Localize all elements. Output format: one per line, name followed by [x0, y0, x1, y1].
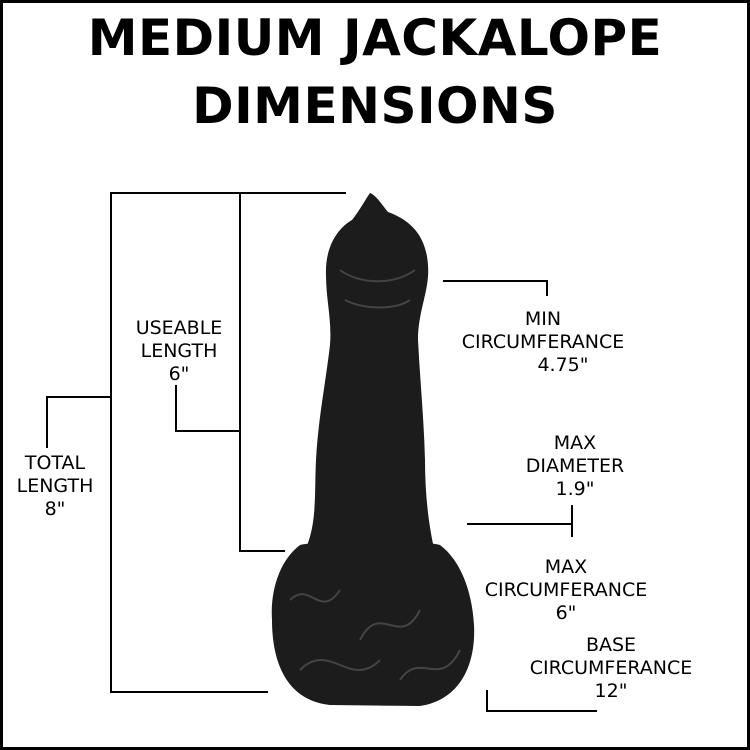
max-circ-value: 6" — [555, 602, 577, 624]
max-diameter-line-h — [467, 523, 573, 525]
total-length-name1: TOTAL — [24, 452, 86, 474]
total-length-value: 8" — [44, 498, 66, 520]
useable-length-name1: USEABLE — [135, 317, 223, 339]
min-circ-value: 4.75" — [537, 354, 589, 376]
useable-length-connector-h — [175, 430, 241, 432]
useable-length-connector-v — [175, 385, 177, 432]
useable-length-vertical-line — [239, 192, 241, 552]
max-diameter-name2: DIAMETER — [525, 455, 625, 477]
total-length-vertical-line — [110, 192, 112, 693]
base-circ-line-v — [486, 690, 488, 712]
total-length-connector-h — [46, 396, 112, 398]
min-circ-name2: CIRCUMFERANCE — [461, 331, 625, 353]
max-diameter-value: 1.9" — [555, 478, 595, 500]
useable-length-value: 6" — [168, 363, 190, 385]
base-circ-name1: BASE — [585, 634, 637, 656]
title-line-2: DIMENSIONS — [192, 77, 558, 135]
max-circ-name1: MAX — [544, 556, 588, 578]
min-circ-line-v — [546, 280, 548, 296]
product-base — [271, 541, 475, 706]
total-length-bottom-line — [110, 691, 268, 693]
total-length-top-line — [110, 192, 346, 194]
max-diameter-line-v — [571, 505, 573, 537]
base-circ-value: 12" — [594, 680, 628, 702]
max-diameter-name1: MAX — [553, 432, 597, 454]
min-circ-name1: MIN — [524, 308, 562, 330]
min-circ-line-h — [443, 280, 548, 282]
product-shaft — [300, 193, 440, 570]
max-circ-name2: CIRCUMFERANCE — [484, 579, 648, 601]
total-length-connector-v — [46, 396, 48, 448]
useable-length-name2: LENGTH — [140, 340, 218, 362]
useable-length-bottom-line — [239, 550, 285, 552]
base-circ-line-h — [486, 710, 597, 712]
title-line-1: MEDIUM JACKALOPE — [87, 9, 663, 67]
base-circ-name2: CIRCUMFERANCE — [529, 657, 693, 679]
product-texture — [289, 269, 461, 681]
total-length-name2: LENGTH — [16, 475, 94, 497]
